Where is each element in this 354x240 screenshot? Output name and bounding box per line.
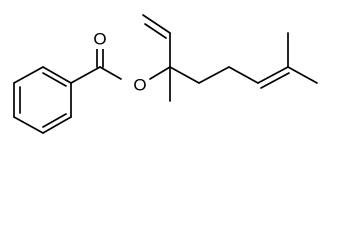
alkene-double-bond-outer [257,66,289,84]
vinyl-double-bond-inner [144,23,167,39]
chemical-structure-diagram: O O [13,14,318,134]
chain-bond-1 [169,66,200,84]
carbonyl-oxygen-label: O [93,30,106,49]
terminal-methyl-right-bond [287,66,318,84]
carbonyl-to-ester-oxygen-bond [99,66,122,80]
benzene-ring [13,66,72,134]
ester-oxygen-label: O [133,76,146,95]
ring-to-carbonyl-bond [70,66,101,84]
ester-oxygen-to-quaternary-carbon-bond [149,66,171,80]
ring-bond-3 [42,116,72,134]
chain-bond-3 [228,66,259,84]
ring-bond-1 [42,66,72,84]
vinyl-double-bond-outer [142,14,171,34]
ring-bond-4 [13,116,44,134]
ring-bond-3-inner [42,113,67,128]
alkene-double-bond-inner [260,72,290,89]
ring-bond-6 [13,66,44,84]
ester-oxygen-atom: O [130,75,148,95]
chain-bond-2 [198,66,230,84]
ring-bond-1-inner [42,72,67,87]
carbonyl-oxygen-atom: O [92,29,109,49]
